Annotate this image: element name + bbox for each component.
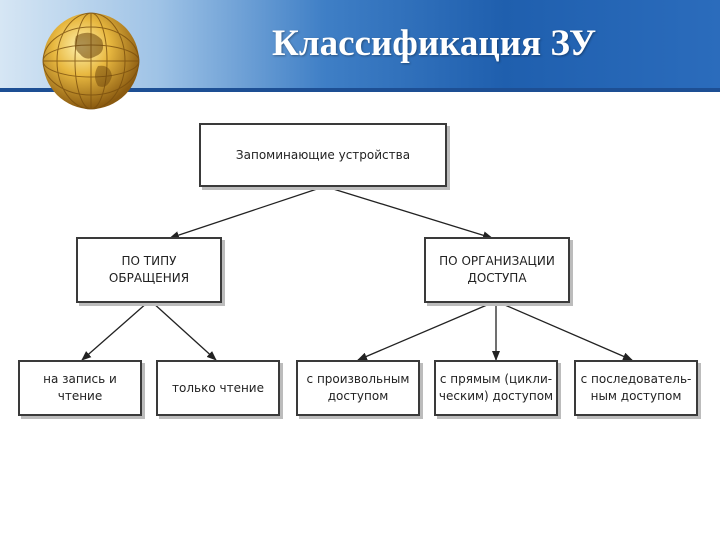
box-sequential-access: с последователь- ным доступом — [574, 360, 698, 416]
arrow-root-to-access-type — [170, 188, 320, 238]
arrow-type-to-readwrite — [82, 302, 148, 360]
box-read-only: только чтение — [156, 360, 280, 416]
box-storage-devices: Запоминающие устройства — [199, 123, 447, 187]
box-read-write: на запись и чтение — [18, 360, 142, 416]
box-by-access-organization: ПО ОРГАНИЗАЦИИ ДОСТУПА — [424, 237, 570, 303]
arrow-org-to-sequential — [498, 302, 632, 360]
box-by-access-type: ПО ТИПУ ОБРАЩЕНИЯ — [76, 237, 222, 303]
arrow-type-to-readonly — [152, 302, 216, 360]
box-direct-access: с прямым (цикли- ческим) доступом — [434, 360, 558, 416]
arrow-root-to-access-org — [330, 188, 492, 238]
box-random-access: с произвольным доступом — [296, 360, 420, 416]
arrow-org-to-random — [358, 302, 494, 360]
